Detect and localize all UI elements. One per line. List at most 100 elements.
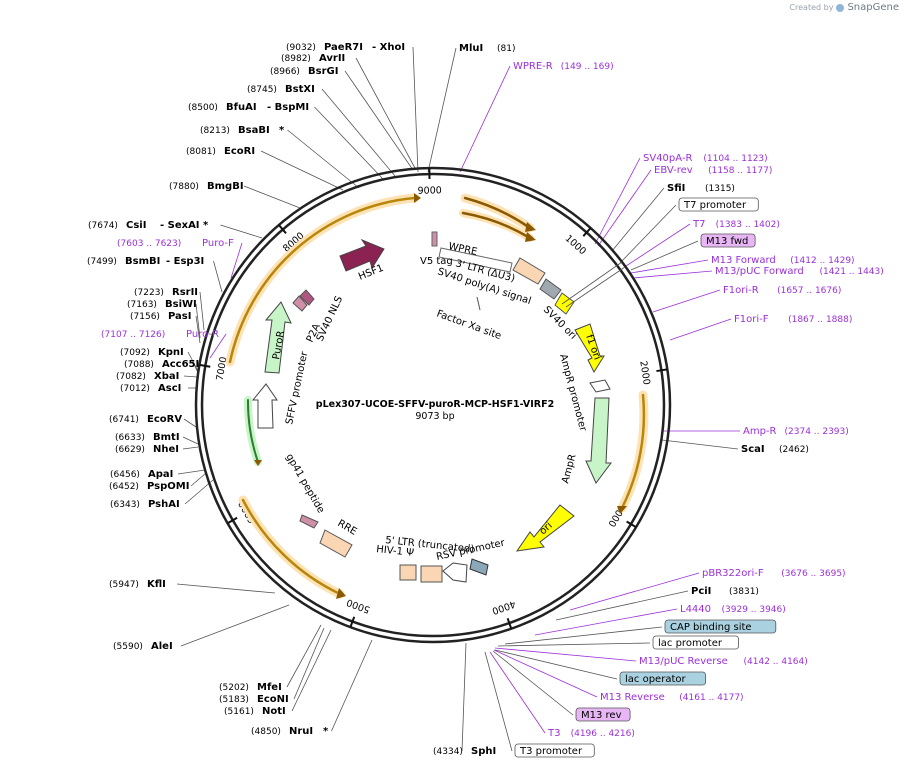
map-label-econi: (5183)EcoNI [219,694,289,705]
label-pos: (7082) [116,372,146,382]
leader-line [494,647,637,662]
label-name: lac operator [625,674,686,685]
leader-line [291,629,332,712]
ring-tick [656,368,668,373]
label-pos: (7156) [130,312,160,322]
leader-line [213,260,223,293]
leader-line [287,129,360,189]
label-name: T3 promoter [519,746,583,757]
map-label-amp-r: Amp-R(2374 .. 2393) [743,426,849,437]
label-name: PasI [168,311,191,322]
inner-features [251,231,626,583]
label-name: M13 fwd [706,236,748,247]
leader-line [195,303,201,339]
map-label-t3-promoter: T3 promoter [514,743,595,758]
leader-line [182,446,199,450]
map-label-sphi: (4334)SphI [433,746,496,757]
map-label-bstxi: (8745)BstXI [247,84,315,95]
ampr-arrow [585,397,612,484]
label-pos: (8500) [188,103,218,113]
label-name: CAP binding site [670,622,752,633]
label-pos: (5161) [224,707,254,717]
label-name: Acc65I [162,359,199,370]
leader-line [195,315,201,344]
leader-line [344,70,414,171]
label-name: EcoRI [224,146,255,157]
map-label-m13-rev: M13 rev [575,707,631,722]
leader-line [190,472,207,487]
label-name: AscI [158,383,181,394]
map-label-ecori: (8081)EcoRI [186,146,255,157]
sffv-promoter-arrow [251,383,278,429]
leader-line [183,418,197,428]
label-box [678,197,759,212]
label-name: Puro-F [202,238,234,249]
ampr-promoter-arrow [589,379,611,393]
label-pos: (3831) [729,587,759,597]
gp41-box [299,514,319,529]
label-name: F1ori-R [723,285,759,296]
feature-label-v5: V5 tag [420,256,453,267]
label-pos: (81) [497,44,515,54]
label-extra: - XhoI [372,42,405,53]
wpre-box [438,247,513,273]
label-name: BmtI [153,432,180,443]
5ltr-box [420,565,443,583]
map-label-pcii: PciI(3831) [691,586,759,597]
leader-line [625,223,691,267]
f1-ori-arrow [574,323,605,374]
map-label-mfei: (5202)MfeI [219,682,282,693]
arrowhead-a [414,193,421,203]
ltr-box [512,257,546,285]
label-name: BsmBI [125,256,160,267]
map-label-sfii: SfiI(1315) [667,183,735,194]
map-label-cap-binding-site: CAP binding site [664,619,777,634]
label-pos: (1412 .. 1429) [790,256,854,266]
label-name: M13 Forward [711,255,776,266]
leader-line [611,187,665,252]
label-pos: (3929 .. 3946) [722,605,786,615]
map-label-mlui: MluI (81) [459,43,515,54]
label-pos: (4161 .. 4177) [679,693,743,703]
label-pos: (7163) [127,300,157,310]
label-pos: (8982) [281,54,311,64]
leader-lines [176,46,740,752]
leader-line [243,185,301,209]
label-pos: (6629) [115,445,145,455]
label-name: CsiI [126,220,146,231]
map-label-csii: (7674)CsiI- SexAI * [88,220,209,231]
label-box [514,743,595,758]
puror-arrow [264,301,292,374]
label-pos: (7107 .. 7126) [101,330,165,340]
leader-line [199,291,205,331]
leader-line [569,572,700,611]
ring-tick-label: 4000 [490,598,516,616]
label-pos: (1867 .. 1888) [788,315,852,325]
map-label-paer7i: (9032)PaeR7I- XhoI [286,42,405,53]
map-label-asci: (7012)AscI [120,383,181,394]
leader-line [652,289,721,313]
map-label-f1ori-r: F1ori-R (1657 .. 1676) [723,285,841,296]
leader-line [331,639,373,732]
label-name: T3 [547,728,560,739]
map-label-ecorv: (6741)EcoRV [109,414,182,425]
leader-line [504,626,663,645]
label-name: MluI [459,43,483,54]
leader-line [630,240,699,271]
label-name: M13 rev [581,710,622,721]
label-name: BfuAI [226,102,257,113]
label-pos: (6456) [110,470,140,480]
label-pos: (149 .. 169) [561,62,614,72]
label-name: KflI [147,579,166,590]
factor-xa-mark [476,296,481,311]
leader-line [492,650,574,716]
hsf1-arrow [339,238,385,272]
ori-arrow [515,504,575,552]
label-pos: (1657 .. 1676) [777,286,841,296]
leader-line [260,150,344,191]
map-label-pasi: (7156) PasI [130,311,191,322]
label-box [619,671,706,686]
leader-line [321,88,396,177]
map-label-f1ori-f: F1ori-F(1867 .. 1888) [734,314,852,325]
ring-tick [199,363,211,368]
